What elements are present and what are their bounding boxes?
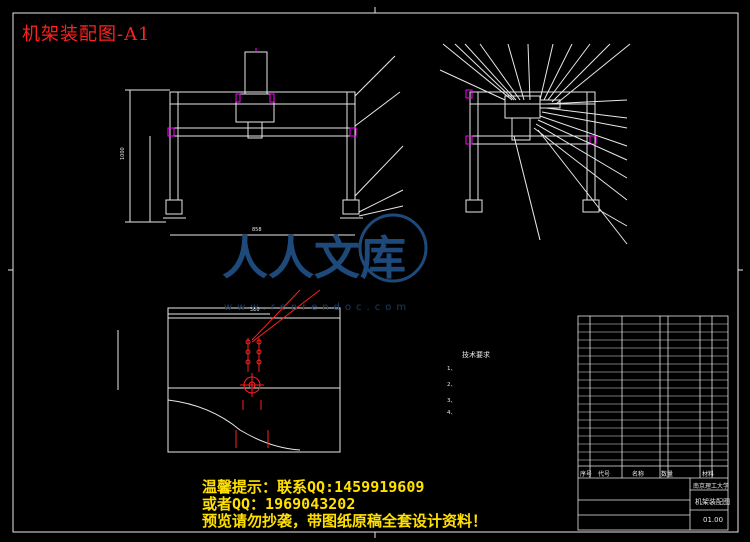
top-view-red-part [235, 289, 321, 448]
tb-col-material: 材料 [702, 471, 715, 478]
tb-col-qty: 数量 [661, 471, 674, 478]
dim-overall-width: 858 [252, 227, 262, 233]
side-view [439, 43, 631, 245]
tb-university: 南京理工大学 [693, 483, 730, 490]
title-block-grid [577, 315, 729, 531]
tech-req-title: 技术要求 [462, 351, 490, 359]
tb-col-code: 代号 [598, 471, 611, 478]
tb-code: 01.00 [703, 516, 724, 524]
notice-line-3: 预览请勿抄袭，带图纸原稿全套设计资料！ [202, 512, 488, 530]
svg-text:1000: 1000 [120, 147, 126, 160]
tech-req-item-3: 3、 [447, 398, 456, 404]
drawing-border [8, 7, 743, 538]
tb-col-no: 序号 [580, 471, 593, 478]
watermark-url: www.renrendoc.com [224, 302, 412, 313]
top-view [117, 307, 341, 453]
parts-list-rows [578, 323, 728, 461]
watermark-brand: 人人文库 [222, 231, 406, 285]
watermark-logo [358, 213, 428, 283]
tech-req-item-2: 2、 [447, 382, 456, 388]
notice-line-1: 温馨提示：联系QQ:1459919609 [202, 478, 425, 496]
front-view [125, 48, 404, 236]
tech-req-item-1: 1、 [447, 366, 456, 372]
drawing-title: 机架装配图-A1 [22, 24, 151, 45]
tech-req-item-4: 4、 [447, 410, 456, 416]
dim-top-width: 380 [250, 307, 260, 313]
tb-col-name: 名称 [632, 471, 645, 478]
tb-drawing-name: 机架装配图 [695, 498, 730, 506]
notice-line-2: 或者QQ：1969043202 [202, 495, 356, 513]
